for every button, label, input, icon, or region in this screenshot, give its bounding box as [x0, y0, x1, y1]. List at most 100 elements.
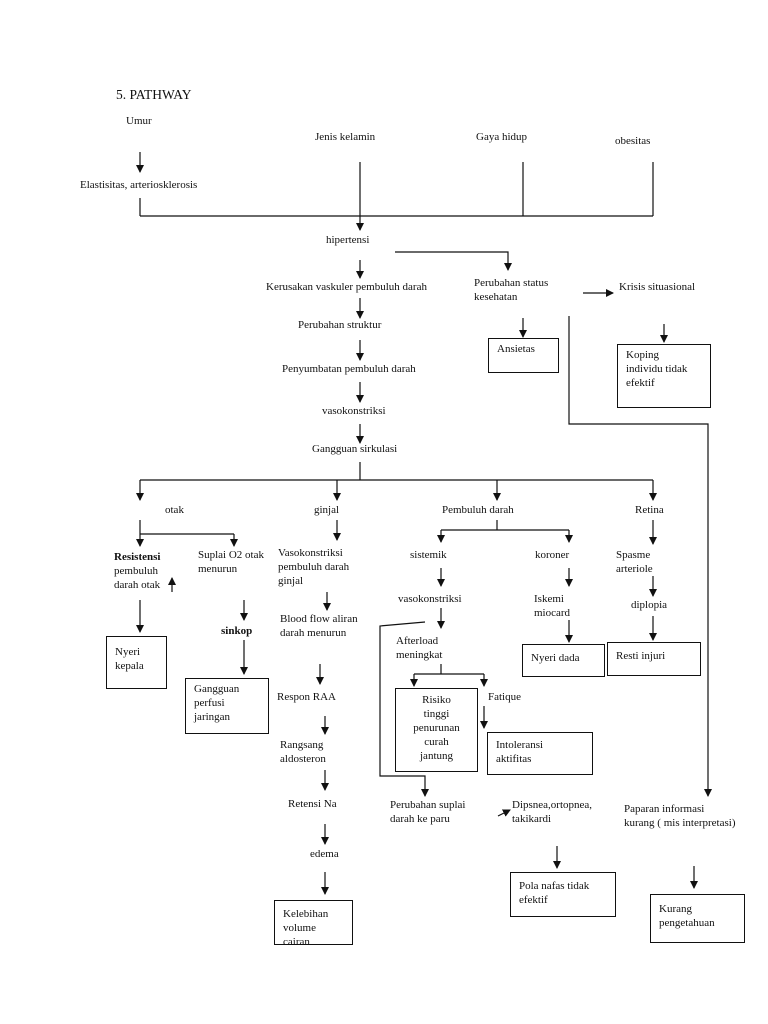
box-koping-line2: individu tidak: [626, 363, 688, 375]
box-resti-injuri: Resti injuri: [607, 642, 701, 676]
node-rangsang-aldosteron: Rangsang aldosteron: [280, 738, 326, 766]
node-afterload-line2: meningkat: [396, 649, 443, 661]
node-pembuluh-darah: Pembuluh darah: [442, 504, 514, 516]
node-vaso-ginjal-line2: pembuluh darah: [278, 561, 350, 573]
box-kurang-pengetahuan: Kurang pengetahuan: [650, 894, 745, 943]
node-iskemi-line2: miocard: [534, 607, 571, 619]
box-intoleransi-line2: aktifitas: [496, 753, 532, 765]
box-kurang-pengetahuan-line2: pengetahuan: [659, 917, 715, 929]
box-intoleransi-aktifitas: Intoleransi aktifitas: [487, 732, 593, 775]
node-resistensi-line1: Resistensi: [114, 551, 161, 563]
node-rangsang-line2: aldosteron: [280, 753, 326, 765]
node-vasokonstriksi-sistemik: vasokonstriksi: [398, 593, 462, 605]
box-pola-nafas: Pola nafas tidak efektif: [510, 872, 616, 917]
node-krisis-situasional: Krisis situasional: [619, 281, 696, 293]
node-afterload: Afterload meningkat: [396, 634, 442, 662]
node-blood-flow: Blood flow aliran darah menurun: [280, 612, 358, 640]
node-perubahan-struktur: Perubahan struktur: [298, 319, 382, 331]
node-jenis-kelamin: Jenis kelamin: [315, 131, 376, 143]
node-respon-raa: Respon RAA: [277, 691, 336, 703]
node-resistensi-line2: pembuluh: [114, 565, 158, 577]
node-vaso-ginjal-line3: ginjal: [278, 575, 304, 587]
node-vasokonstriksi: vasokonstriksi: [322, 405, 386, 417]
box-nyeri-kepala-line1: Nyeri: [115, 646, 141, 658]
box-gangguan-perfusi: Gangguan perfusi jaringan: [185, 678, 269, 734]
node-hipertensi: hipertensi: [326, 234, 370, 246]
node-gangguan-sirkulasi: Gangguan sirkulasi: [312, 443, 398, 455]
box-nyeri-kepala: Nyeri kepala: [106, 636, 167, 689]
node-perubahan-suplai-line2: darah ke paru: [390, 813, 450, 825]
node-paparan-informasi: Paparan informasi kurang ( mis interpret…: [624, 802, 736, 830]
node-diplopia: diplopia: [631, 599, 668, 611]
node-spasme-line2: arteriole: [616, 563, 653, 575]
node-gaya-hidup: Gaya hidup: [476, 131, 528, 143]
node-iskemi-line1: Iskemi: [534, 593, 564, 605]
box-risiko-line1: Risiko: [422, 694, 451, 706]
node-suplai-line2: menurun: [198, 563, 238, 575]
box-gangguan-perfusi-line2: perfusi: [194, 697, 225, 709]
node-koroner: koroner: [535, 549, 570, 561]
node-perubahan-status-line2: kesehatan: [474, 291, 518, 303]
page-title: 5. PATHWAY: [116, 87, 192, 102]
node-obesitas: obesitas: [615, 135, 651, 147]
box-risiko-curah-jantung: Risiko tinggi penurunan curah jantung: [395, 688, 478, 772]
node-blood-flow-line1: Blood flow aliran: [280, 613, 358, 625]
node-suplai-line1: Suplai O2 otak: [198, 549, 264, 561]
node-edema: edema: [310, 848, 339, 860]
box-kurang-pengetahuan-line1: Kurang: [659, 903, 692, 915]
node-perubahan-suplai: Perubahan suplai darah ke paru: [390, 798, 465, 826]
node-elastisitas: Elastisitas, arteriosklerosis: [80, 178, 198, 192]
box-kelebihan-volume-line1: Kelebihan: [283, 908, 329, 920]
node-perubahan-suplai-line1: Perubahan suplai: [390, 799, 466, 811]
node-resistensi: Resistensi pembuluh darah otak: [114, 550, 160, 592]
node-dipsnea-line1: Dipsnea,ortopnea,: [512, 799, 593, 811]
box-nyeri-kepala-line2: kepala: [115, 660, 144, 672]
node-perubahan-status: Perubahan status kesehatan: [474, 276, 548, 304]
box-risiko-line3: penurunan: [413, 722, 460, 734]
node-rangsang-line1: Rangsang: [280, 739, 324, 751]
node-umur: Umur: [126, 115, 152, 127]
box-resti-injuri-line1: Resti injuri: [616, 650, 666, 662]
node-afterload-line1: Afterload: [396, 635, 439, 647]
node-vaso-ginjal-line1: Vasokonstriksi: [278, 547, 343, 559]
node-dipsnea: Dipsnea,ortopnea, takikardi: [512, 798, 592, 826]
box-koping: Koping individu tidak efektif: [617, 344, 711, 408]
box-kelebihan-volume-line2: volume cairan: [283, 922, 316, 948]
node-fatique: Fatique: [488, 691, 521, 703]
node-kerusakan-vaskuler: Kerusakan vaskuler pembuluh darah: [266, 281, 427, 293]
node-vasokonstriksi-ginjal: Vasokonstriksi pembuluh darah ginjal: [278, 546, 349, 588]
box-pola-nafas-line1: Pola nafas tidak: [519, 880, 590, 892]
node-perubahan-status-line1: Perubahan status: [474, 277, 549, 289]
box-risiko-line4: curah: [424, 736, 449, 748]
node-ginjal: ginjal: [314, 504, 340, 516]
node-retina: Retina: [635, 504, 664, 516]
node-retensi-na: Retensi Na: [288, 798, 337, 810]
node-spasme-arteriole: Spasme arteriole: [616, 548, 653, 576]
box-intoleransi-line1: Intoleransi: [496, 739, 544, 751]
node-otak: otak: [165, 504, 184, 516]
box-risiko-line5: jantung: [420, 750, 453, 762]
node-paparan-line1: Paparan informasi: [624, 803, 705, 815]
box-ansietas-line1: Ansietas: [497, 343, 535, 355]
node-paparan-line2: kurang ( mis interpretasi): [624, 817, 736, 829]
node-sinkop: sinkop: [221, 625, 253, 637]
node-spasme-line1: Spasme: [616, 549, 651, 561]
node-iskemi-miocard: Iskemi miocard: [534, 592, 570, 620]
node-sistemik: sistemik: [410, 549, 447, 561]
node-resistensi-line3: darah otak: [114, 579, 161, 591]
node-suplai-o2: Suplai O2 otak menurun: [198, 548, 264, 576]
node-dipsnea-line2: takikardi: [512, 813, 552, 825]
box-gangguan-perfusi-line1: Gangguan: [194, 683, 240, 695]
box-gangguan-perfusi-line3: jaringan: [194, 711, 231, 723]
box-nyeri-dada: Nyeri dada: [522, 644, 605, 677]
box-nyeri-dada-line1: Nyeri dada: [531, 652, 580, 664]
node-penyumbatan: Penyumbatan pembuluh darah: [282, 363, 416, 375]
box-koping-line1: Koping: [626, 349, 659, 361]
box-risiko-line2: tinggi: [423, 708, 450, 720]
node-blood-flow-line2: darah menurun: [280, 627, 347, 639]
box-pola-nafas-line2: efektif: [519, 894, 548, 906]
box-ansietas: Ansietas: [488, 338, 559, 373]
box-kelebihan-volume-cairan: Kelebihan volume cairan: [274, 900, 353, 948]
box-koping-line3: efektif: [626, 377, 655, 389]
